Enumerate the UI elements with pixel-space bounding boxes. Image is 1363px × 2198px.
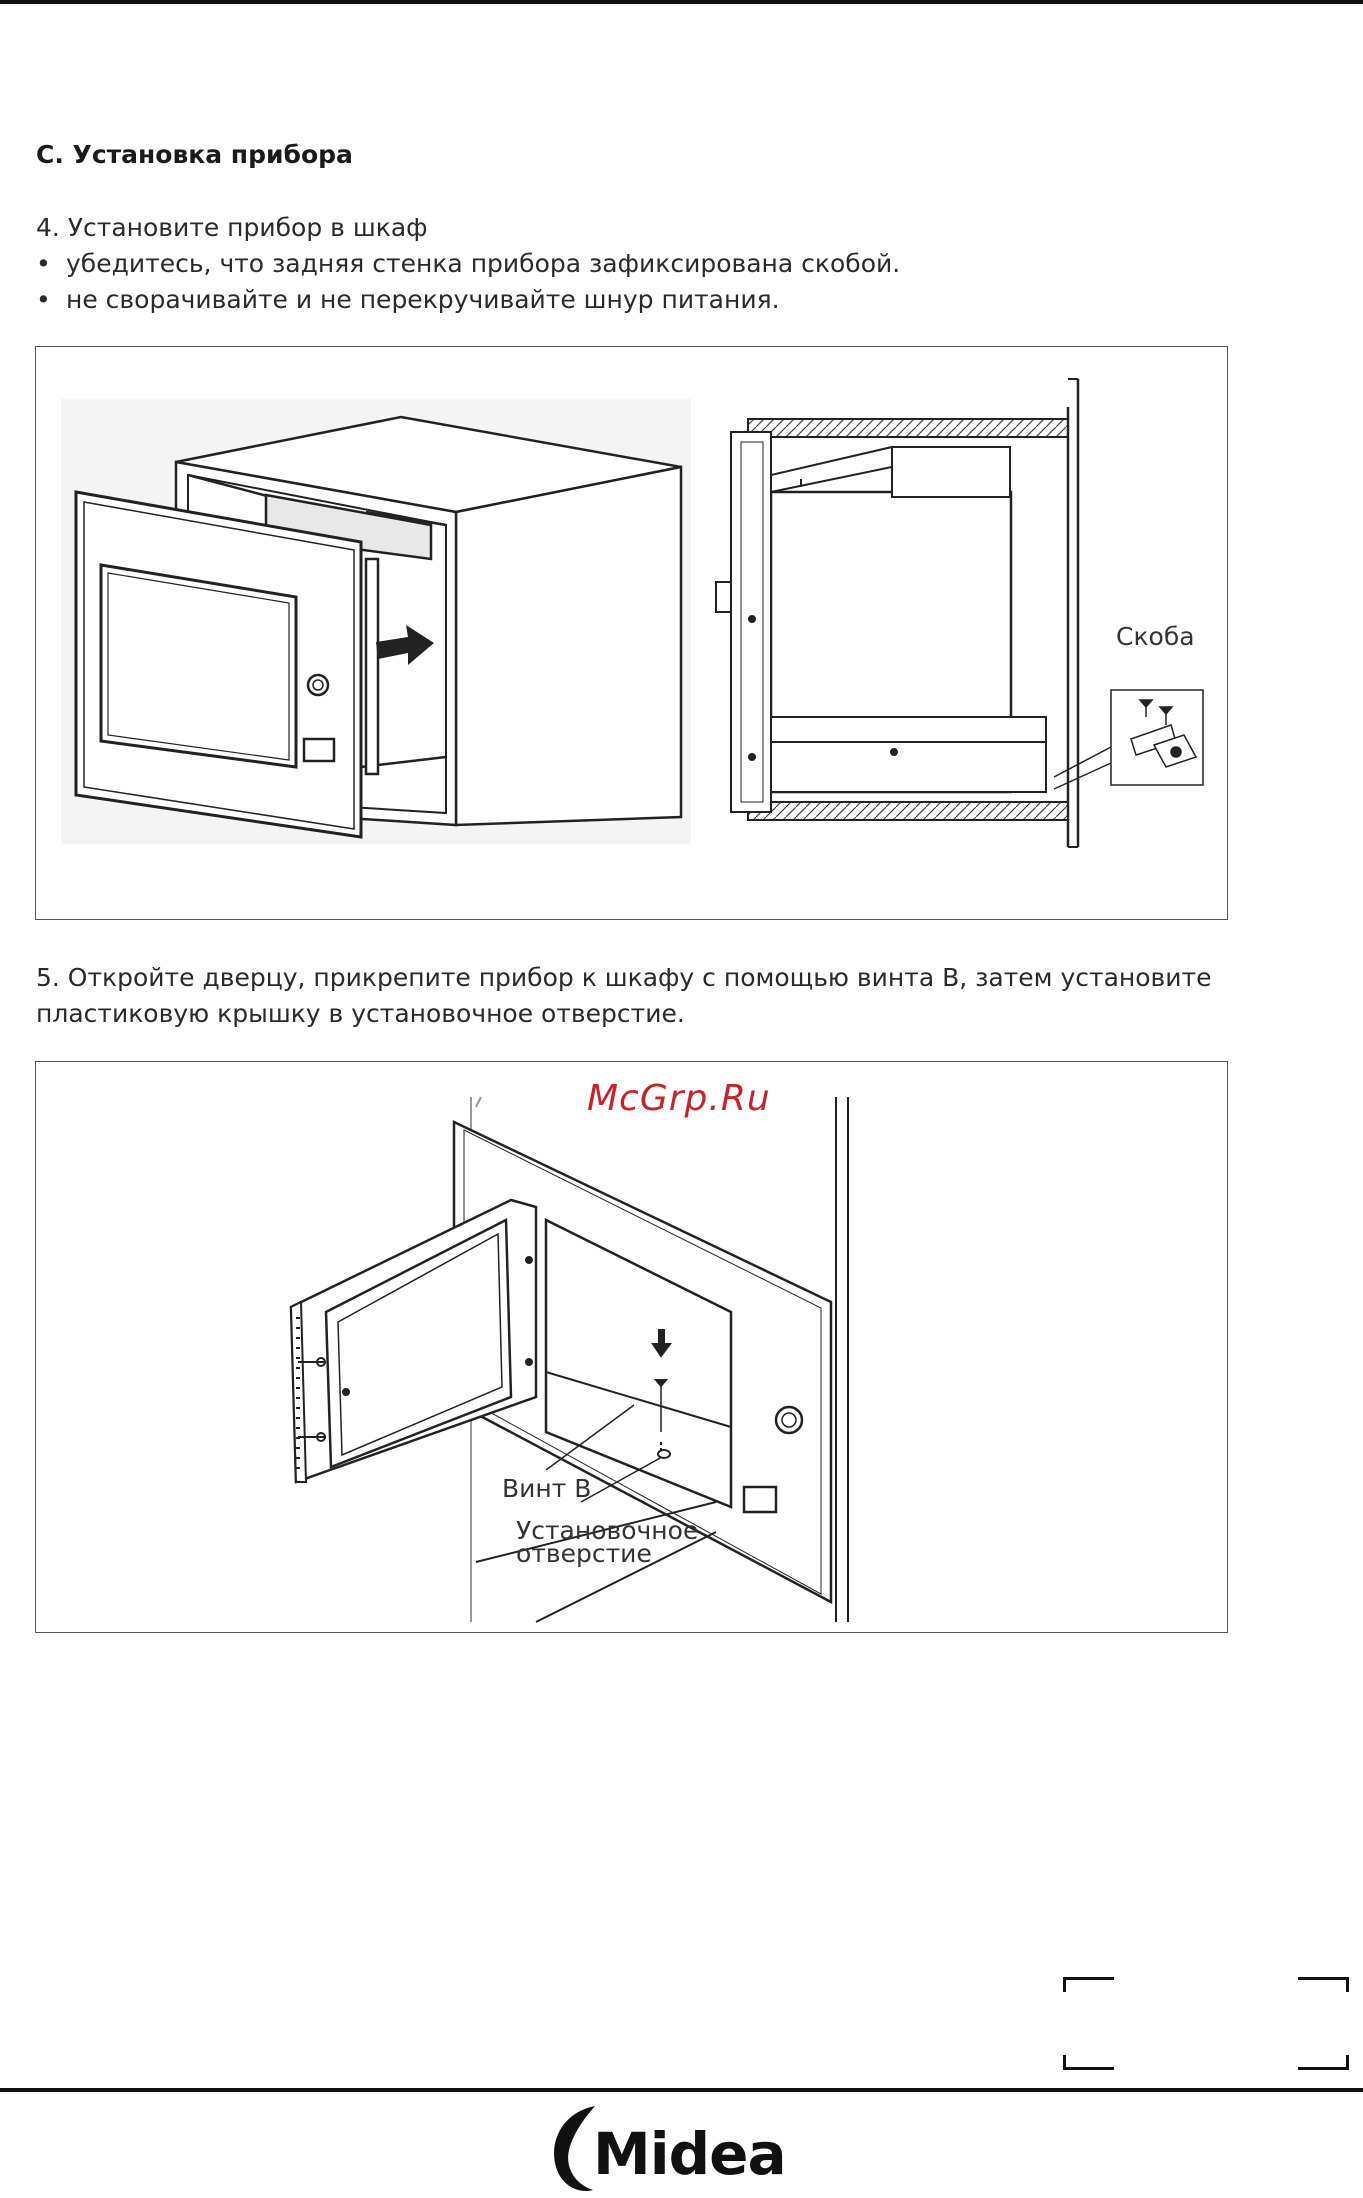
watermark: McGrp.Ru xyxy=(587,1078,771,1119)
figure-screw-mounting: Винт B Установочное отверстие xyxy=(35,1061,1228,1633)
top-rule xyxy=(0,0,1363,4)
mounting-hole-label-line-1: Установочное xyxy=(516,1516,699,1545)
bracket-label: Скоба xyxy=(1116,622,1195,651)
step-4-heading: 4. Установите прибор в шкаф xyxy=(36,213,428,242)
corner-mark-top-right xyxy=(1298,1977,1349,1992)
screw-label: Винт B xyxy=(502,1474,592,1503)
corner-mark-top-left xyxy=(1063,1977,1114,1992)
bottom-rule xyxy=(0,2088,1363,2092)
installation-illustration xyxy=(61,378,1204,848)
bullet-item: • убедитесь, что задняя стенка прибора за… xyxy=(36,246,900,282)
bullet-item: • не сворачивайте и не перекручивайте шну… xyxy=(36,282,780,318)
step-5-line-1: 5. Откройте дверцу, прикрепите прибор к … xyxy=(36,963,1212,992)
logo-text: Midea xyxy=(593,2120,787,2188)
logo-swoosh-icon xyxy=(554,2106,595,2192)
step-5-line-2: пластиковую крышку в установочное отверс… xyxy=(36,999,685,1028)
mounting-hole-label-line-2: отверстие xyxy=(516,1539,652,1568)
screw-mounting-illustration xyxy=(289,1096,849,1623)
midea-logo: Midea xyxy=(545,2098,805,2198)
corner-mark-bottom-left xyxy=(1063,2055,1114,2070)
corner-mark-bottom-right xyxy=(1298,2055,1349,2070)
bullet-dot: • xyxy=(36,285,51,314)
bullet-dot: • xyxy=(36,249,51,278)
figure-install-in-cabinet: Скоба xyxy=(35,346,1228,920)
bullet-text: не сворачивайте и не перекручивайте шнур… xyxy=(66,285,780,314)
section-title: C. Установка прибора xyxy=(36,140,353,169)
bullet-text: убедитесь, что задняя стенка прибора заф… xyxy=(66,249,901,278)
